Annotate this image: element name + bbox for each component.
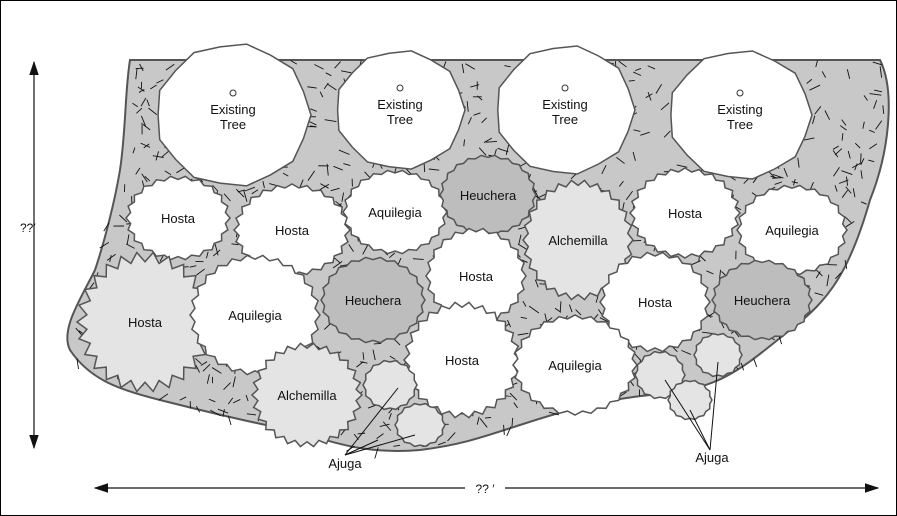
heuchera-3-label: Heuchera (734, 293, 791, 308)
ajuga-callout-lines (344, 361, 719, 456)
alchemilla-2: Alchemilla (250, 342, 364, 448)
heuchera-2-label: Heuchera (345, 293, 402, 308)
hosta-3-shape (628, 167, 742, 259)
hosta-5: Hosta (425, 227, 527, 325)
aquilegia-2-label: Aquilegia (765, 223, 819, 238)
hosta-7-shape (403, 301, 521, 419)
existing-tree-1-label: Tree (220, 117, 246, 132)
ajuga-2 (394, 402, 446, 448)
existing-tree-2-label: Existing (377, 97, 423, 112)
aquilegia-1: Aquilegia (342, 169, 448, 255)
aquilegia-3-label: Aquilegia (228, 308, 282, 323)
heuchera-1-label: Heuchera (460, 188, 517, 203)
existing-tree-4-label: Existing (717, 102, 763, 117)
ajuga-1 (362, 359, 418, 411)
plant-layer: ExistingTreeExistingTreeExistingTreeExis… (75, 43, 848, 448)
alchemilla-2-label: Alchemilla (277, 388, 337, 403)
aquilegia-1-label: Aquilegia (368, 205, 422, 220)
alchemilla-2-shape (250, 342, 364, 448)
existing-tree-4-shape (670, 50, 813, 180)
hosta-6: Hosta (599, 251, 711, 353)
existing-tree-3-shape (497, 45, 636, 175)
ajuga-4-shape (693, 332, 743, 378)
hosta-4: Hosta (75, 251, 215, 393)
hosta-5-label: Hosta (459, 269, 494, 284)
heuchera-3-shape (711, 259, 813, 341)
existing-tree-4-trunk-marker (736, 89, 744, 97)
hosta-6-shape (599, 251, 711, 353)
hosta-1-shape (125, 175, 231, 261)
hosta-1: Hosta (125, 175, 231, 261)
existing-tree-1-shape (157, 43, 312, 187)
width-label-bg (465, 480, 505, 496)
hosta-2: Hosta (232, 183, 352, 277)
hosta-3-label: Hosta (668, 206, 703, 221)
hosta-7-label: Hosta (445, 353, 480, 368)
ajuga-5-shape (667, 379, 713, 421)
alchemilla-1-label: Alchemilla (548, 233, 608, 248)
aquilegia-4: Aquilegia (512, 314, 638, 416)
hosta-4-label: Hosta (128, 315, 163, 330)
hosta-6-label: Hosta (638, 295, 673, 310)
heuchera-2: Heuchera (320, 256, 426, 344)
existing-tree-2-shape (336, 50, 466, 170)
existing-tree-4-label: Tree (727, 117, 753, 132)
height-dimension-label: ??′ (20, 221, 36, 235)
existing-tree-1-trunk-marker (229, 89, 237, 97)
existing-tree-2-trunk-marker (396, 84, 404, 92)
aquilegia-4-label: Aquilegia (548, 358, 602, 373)
existing-tree-1-label: Existing (210, 102, 256, 117)
existing-tree-3-label: Tree (552, 112, 578, 127)
heuchera-1-shape (439, 154, 537, 236)
hosta-1-label: Hosta (161, 211, 196, 226)
heuchera-1: Heuchera (439, 154, 537, 236)
hosta-2-label: Hosta (275, 223, 310, 238)
ajuga-5 (667, 379, 713, 421)
hosta-3: Hosta (628, 167, 742, 259)
heuchera-3: Heuchera (711, 259, 813, 341)
existing-tree-3-trunk-marker (561, 84, 569, 92)
ajuga-4 (693, 332, 743, 378)
ajuga-callout-right: Ajuga (695, 450, 729, 465)
ajuga-1-shape (362, 359, 418, 411)
hosta-2-shape (232, 183, 352, 277)
aquilegia-4-shape (512, 314, 638, 416)
heuchera-2-shape (320, 256, 426, 344)
hosta-4-shape (75, 251, 215, 393)
hosta-5-shape (425, 227, 527, 325)
ajuga-callout-left: Ajuga (328, 456, 362, 471)
width-dimension-label: ?? ′ (476, 482, 496, 496)
existing-tree-3-label: Existing (542, 97, 588, 112)
aquilegia-2: Aquilegia (736, 184, 848, 276)
aquilegia-1-shape (342, 169, 448, 255)
hosta-7: Hosta (403, 301, 521, 419)
existing-tree-2-label: Tree (387, 112, 413, 127)
ajuga-2-shape (394, 402, 446, 448)
aquilegia-2-shape (736, 184, 848, 276)
